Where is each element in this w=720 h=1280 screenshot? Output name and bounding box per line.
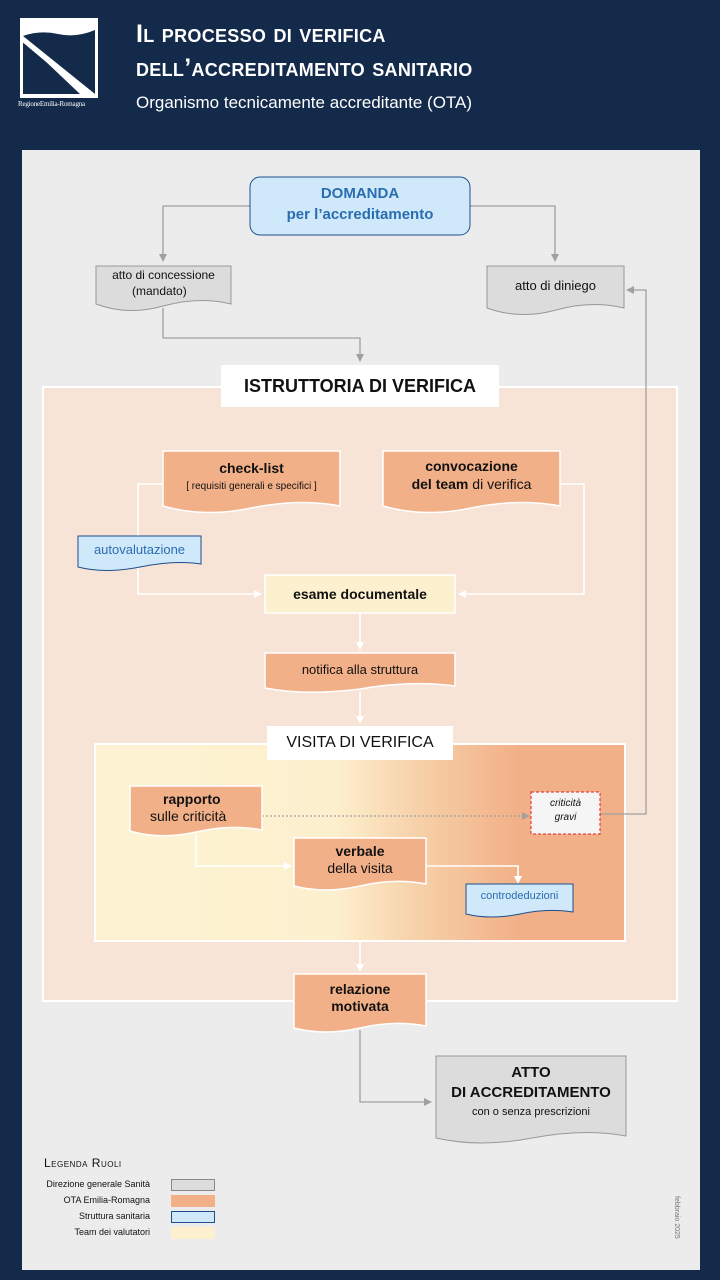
domanda-line1: DOMANDA (320, 185, 400, 202)
checklist-node: check-list [ requisiti generali e specif… (163, 460, 340, 506)
convocazione-line2: del team di verifica (383, 476, 560, 492)
verbale-line1: verbale (335, 843, 385, 859)
rapporto-line2: sulle criticità (150, 808, 227, 824)
arrow-relazione-atto (359, 1030, 432, 1106)
arrow-domanda-diniego (470, 205, 559, 262)
relazione-line1: relazione (329, 981, 391, 997)
esame-box (264, 574, 456, 614)
rapporto-box (129, 785, 263, 837)
concessione-node: atto di concessione (mandato) (96, 268, 231, 304)
legend-swatch-team (171, 1227, 215, 1239)
criticita-line1: criticità (549, 798, 582, 809)
page-title-line1: Il processo di verifica (136, 20, 386, 48)
rapporto-line1: rapporto (163, 791, 221, 807)
relazione-box (293, 973, 427, 1033)
legend-label-struttura: Struttura sanitaria (78, 1211, 150, 1221)
convocazione-box (382, 450, 561, 514)
autovalutazione-label: autovalutazione (93, 542, 186, 557)
checklist-box (162, 450, 341, 514)
atto-line2: DI ACCREDITAMENTO (451, 1084, 611, 1101)
convocazione-line1: convocazione (425, 458, 518, 474)
autovalutazione-node: autovalutazione (78, 542, 201, 562)
notifica-label: notifica alla struttura (301, 662, 419, 677)
convocazione-line2-bold: del team (411, 476, 469, 492)
criticita-line2: gravi (554, 812, 577, 823)
arrow-criticita-diniego (600, 286, 647, 815)
legend-swatch-direzione (171, 1179, 215, 1191)
domanda-box (249, 176, 471, 236)
arrow-concessione-istruttoria (162, 308, 364, 362)
date-note: febbraio 2025 (673, 1196, 680, 1239)
esame-label: esame documentale (293, 586, 427, 602)
notifica-box (264, 652, 456, 693)
relazione-line2: motivata (331, 998, 389, 1014)
criticita-node: criticità gravi (531, 798, 600, 830)
regione-logo: RegioneEmilia-Romagna (18, 18, 98, 114)
arrow-rapporto-verbale (195, 834, 292, 870)
concessione-box (95, 265, 232, 312)
legend-swatch-struttura (171, 1211, 215, 1223)
atto-line3: con o senza prescrizioni (471, 1106, 590, 1118)
criticita-box (530, 791, 601, 835)
rapporto-node: rapporto sulle criticità (130, 791, 262, 831)
atto-line1: ATTO (511, 1064, 551, 1081)
autovalutazione-box (77, 535, 202, 571)
checklist-line1: check-list (219, 460, 284, 476)
verbale-node: verbale della visita (294, 843, 426, 883)
legend-swatch-ota (171, 1195, 215, 1207)
visita-header: VISITA DI VERIFICA (267, 726, 453, 760)
domanda-line2: per l’accreditamento (286, 206, 434, 223)
concessione-line1: atto di concessione (112, 268, 215, 282)
legend-label-team: Team dei valutatori (74, 1227, 150, 1237)
arrow-domanda-concessione (159, 205, 250, 262)
esame-node: esame documentale (265, 586, 455, 606)
verbale-box (293, 837, 427, 891)
atto-node: ATTO DI ACCREDITAMENTO con o senza presc… (436, 1064, 626, 1124)
arrow-convocazione-esame (458, 483, 585, 598)
verbale-line2: della visita (327, 860, 393, 876)
page-subtitle: Organismo tecnicamente accreditante (OTA… (136, 93, 473, 112)
relazione-node: relazione motivata (294, 981, 426, 1021)
checklist-line2: [ requisiti generali e specifici ] (186, 481, 317, 492)
controdeduzioni-node: controdeduzioni (466, 890, 573, 908)
diniego-node: atto di diniego (487, 278, 624, 298)
page-title-line2: dell’accreditamento sanitario (136, 54, 473, 82)
convocazione-line2-rest: di verifica (468, 476, 532, 492)
connectors-grey (159, 205, 647, 1106)
domanda-node: DOMANDA per l’accreditamento (250, 183, 470, 233)
controdeduzioni-box (465, 883, 574, 918)
logo-text: RegioneEmilia-Romagna (18, 100, 85, 108)
legend-label-direzione: Direzione generale Sanità (46, 1179, 150, 1189)
legend-title: Legenda Ruoli (44, 1156, 122, 1170)
atto-box (435, 1055, 627, 1144)
diniego-label: atto di diniego (515, 278, 596, 293)
istruttoria-header: ISTRUTTORIA DI VERIFICA (221, 365, 499, 407)
diniego-box (486, 265, 625, 316)
concessione-line2: (mandato) (132, 284, 187, 298)
notifica-node: notifica alla struttura (265, 662, 455, 682)
arrow-verbale-controdeduzioni (426, 865, 522, 884)
controdeduzioni-label: controdeduzioni (480, 890, 559, 902)
legend-label-ota: OTA Emilia-Romagna (63, 1195, 150, 1205)
convocazione-node: convocazione del team di verifica (383, 458, 560, 504)
